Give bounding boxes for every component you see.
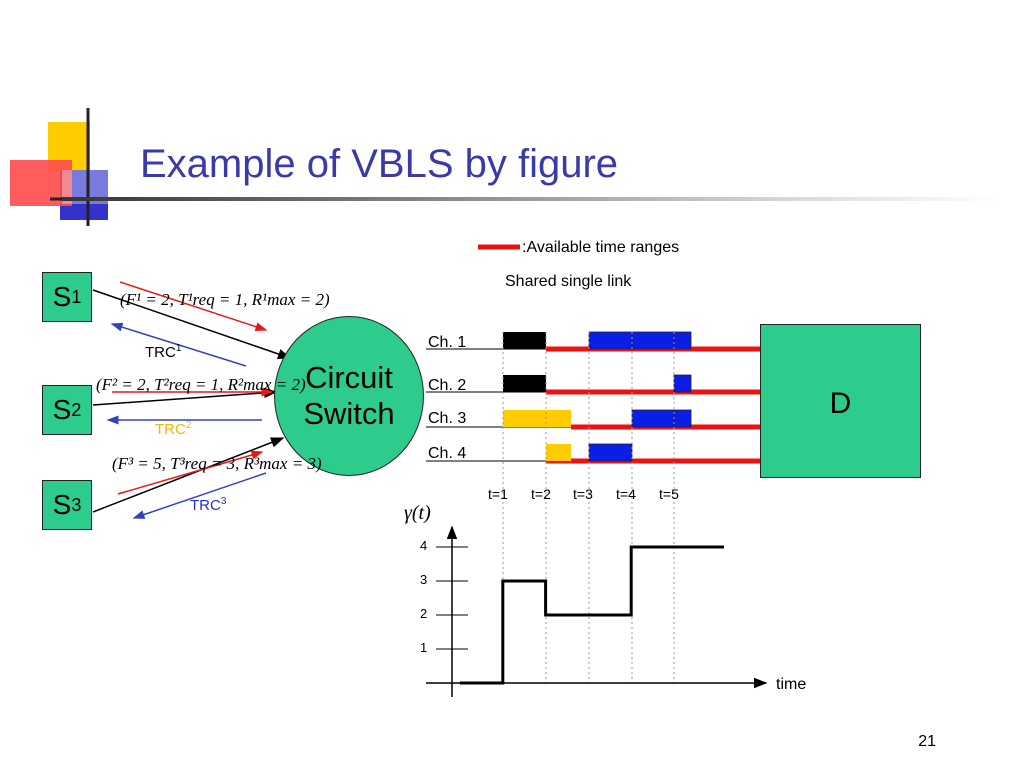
source-s1-label: S — [52, 281, 72, 312]
ch1-block-black — [503, 332, 546, 349]
channel-label-1: Ch. 1 — [428, 334, 467, 351]
time-dividers — [502, 332, 675, 685]
link-caption: Shared single link — [505, 273, 632, 290]
request-arrow-3 — [117, 450, 264, 495]
time-label-5: t=5 — [659, 486, 679, 502]
circuit-switch: Circuit Switch — [274, 316, 424, 476]
ch2-block-blue — [673, 374, 692, 393]
time-label-2: t=2 — [531, 486, 551, 502]
legend-text: :Available time ranges — [522, 239, 680, 256]
ch2-block-black — [503, 375, 546, 392]
gamma-label: γ(t) — [404, 502, 431, 524]
trc-label-3: TRC3 — [190, 496, 227, 514]
x-axis-label: time — [776, 676, 807, 693]
request-formula-1: (F¹ = 2, T¹req = 1, R¹max = 2) — [120, 290, 330, 309]
time-label-1: t=1 — [488, 486, 508, 502]
ch4-block-yellow — [546, 444, 571, 461]
trc-label-1: TRC1 — [145, 343, 182, 361]
channel-label-4: Ch. 4 — [428, 445, 467, 462]
ch4-block-blue — [588, 443, 633, 462]
s2-to-switch-arrow — [92, 387, 278, 406]
request-arrow-1 — [119, 281, 268, 331]
y-tick-label-3: 3 — [420, 572, 428, 587]
page-title: Example of VBLS by figure — [140, 142, 619, 186]
y-tick-label-2: 2 — [420, 606, 428, 621]
title-underline — [62, 197, 1002, 201]
page-number: 21 — [918, 733, 936, 750]
source-s2-label: S — [52, 394, 72, 425]
s3-to-switch-arrow — [92, 437, 285, 513]
source-s3-label: S — [52, 489, 72, 520]
y-tick-marks — [436, 546, 468, 650]
switch-label-line2: Switch — [303, 396, 395, 431]
gamma-series-line — [460, 545, 724, 685]
time-label-4: t=4 — [616, 486, 636, 502]
switch-label-line1: Circuit — [305, 360, 393, 395]
request-formula-2: (F² = 2, T²req = 1, R²max = 2) — [96, 375, 306, 394]
trc-arrow-1 — [110, 322, 247, 367]
destination-label: D — [829, 387, 852, 420]
ch1-block-blue — [588, 331, 692, 350]
y-tick-label-4: 4 — [420, 538, 428, 553]
channel-label-3: Ch. 3 — [428, 410, 467, 427]
channel-label-2: Ch. 2 — [428, 377, 467, 394]
ch3-block-yellow — [503, 410, 571, 427]
trc-arrow-3 — [132, 472, 267, 519]
ch3-block-blue — [631, 409, 692, 428]
time-label-3: t=3 — [573, 486, 593, 502]
trc-label-2: TRC2 — [155, 420, 192, 438]
y-tick-label-1: 1 — [420, 640, 428, 655]
destination-d: D — [760, 324, 921, 478]
request-formula-3: (F³ = 5, T³req = 3, R³max = 3) — [112, 454, 322, 473]
s1-to-switch-arrow — [92, 289, 292, 360]
